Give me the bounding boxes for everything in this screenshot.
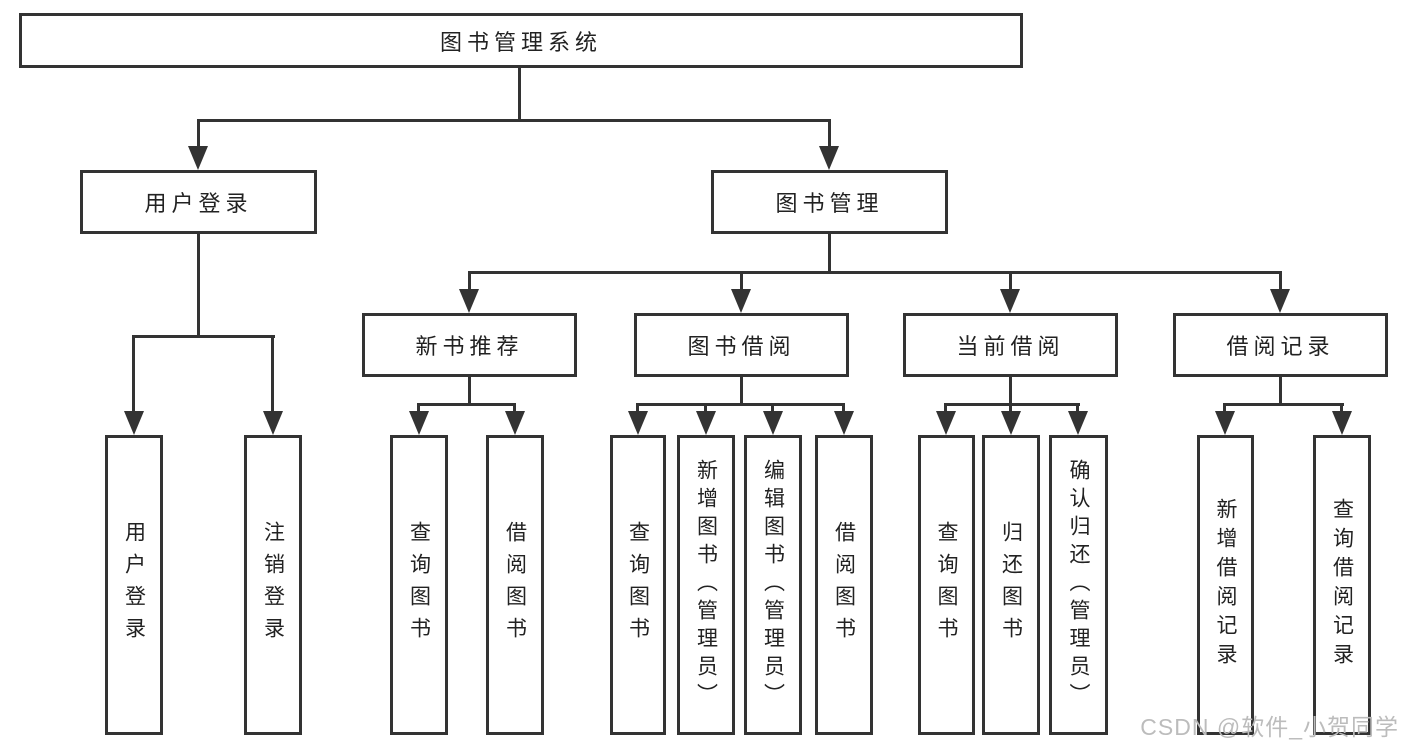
node-user-login-label: 用户登录 <box>144 191 253 216</box>
leaf-current-query-books-label: 查询图书 <box>935 521 958 649</box>
leaf-recommend-query-books: 查询图书 <box>390 435 448 735</box>
leaf-query-borrow-record: 查询借阅记录 <box>1313 435 1371 735</box>
connector-line <box>1076 403 1079 411</box>
leaf-logout-label: 注销登录 <box>261 521 285 649</box>
node-book-borrow-label: 图书借阅 <box>687 334 796 359</box>
connector-line <box>1279 271 1282 289</box>
leaf-user-login: 用户登录 <box>105 435 163 735</box>
arrow-down-icon <box>936 411 956 435</box>
node-borrow-records-label: 借阅记录 <box>1226 334 1335 359</box>
connector-line <box>468 271 471 289</box>
arrow-down-icon <box>1332 411 1352 435</box>
arrow-down-icon <box>505 411 525 435</box>
connector-line <box>197 119 831 122</box>
connector-line <box>1009 403 1012 411</box>
node-library-system: 图书管理系统 <box>19 13 1023 68</box>
arrow-down-icon <box>1270 289 1290 313</box>
node-user-login: 用户登录 <box>80 170 317 234</box>
connector-line <box>518 68 521 121</box>
connector-line <box>468 271 1282 274</box>
leaf-borrow-borrow-books: 借阅图书 <box>815 435 873 735</box>
connector-line <box>197 119 200 146</box>
connector-line <box>944 403 947 411</box>
node-book-management: 图书管理 <box>711 170 948 234</box>
leaf-recommend-query-books-label: 查询图书 <box>407 521 431 649</box>
connector-line <box>1223 403 1226 411</box>
connector-line <box>828 119 831 146</box>
node-current-borrow-label: 当前借阅 <box>956 334 1065 359</box>
leaf-borrow-query-books: 查询图书 <box>610 435 666 735</box>
connector-line <box>417 403 516 406</box>
arrow-down-icon <box>1068 411 1088 435</box>
arrow-down-icon <box>696 411 716 435</box>
node-new-book-recommend-label: 新书推荐 <box>415 334 524 359</box>
connector-line <box>944 403 1080 406</box>
leaf-add-borrow-record: 新增借阅记录 <box>1197 435 1254 735</box>
connector-line <box>417 403 420 411</box>
connector-line <box>828 234 831 274</box>
leaf-confirm-return-admin: 确认归还（管理员） <box>1049 435 1108 735</box>
connector-line <box>1340 403 1343 411</box>
connector-line <box>740 271 743 289</box>
leaf-recommend-borrow-books: 借阅图书 <box>486 435 544 735</box>
leaf-confirm-return-admin-label: 确认归还（管理员） <box>1067 459 1090 711</box>
arrow-down-icon <box>1001 411 1021 435</box>
connector-line <box>1009 271 1012 289</box>
leaf-query-borrow-record-label: 查询借阅记录 <box>1330 498 1354 672</box>
connector-line <box>197 234 200 337</box>
arrow-down-icon <box>188 146 208 170</box>
csdn-watermark: CSDN @软件_小贺同学 <box>1140 714 1399 740</box>
arrow-down-icon <box>731 289 751 313</box>
connector-line <box>704 403 707 411</box>
leaf-return-books: 归还图书 <box>982 435 1040 735</box>
arrow-down-icon <box>124 411 144 435</box>
node-current-borrow: 当前借阅 <box>903 313 1118 377</box>
leaf-edit-book-admin-label: 编辑图书（管理员） <box>761 459 785 711</box>
connector-line <box>1223 403 1344 406</box>
arrow-down-icon <box>763 411 783 435</box>
arrow-down-icon <box>409 411 429 435</box>
arrow-down-icon <box>1215 411 1235 435</box>
connector-line <box>132 335 135 411</box>
connector-line <box>740 377 743 405</box>
node-borrow-records: 借阅记录 <box>1173 313 1388 377</box>
leaf-user-login-label: 用户登录 <box>122 521 146 649</box>
connector-line <box>513 403 516 411</box>
leaf-borrow-query-books-label: 查询图书 <box>626 521 650 649</box>
connector-line <box>132 335 275 338</box>
leaf-current-query-books: 查询图书 <box>918 435 975 735</box>
node-new-book-recommend: 新书推荐 <box>362 313 577 377</box>
leaf-add-borrow-record-label: 新增借阅记录 <box>1214 498 1237 672</box>
arrow-down-icon <box>628 411 648 435</box>
connector-line <box>1009 377 1012 405</box>
arrow-down-icon <box>459 289 479 313</box>
arrow-down-icon <box>263 411 283 435</box>
node-library-system-label: 图书管理系统 <box>439 29 602 55</box>
leaf-add-book-admin: 新增图书（管理员） <box>677 435 735 735</box>
node-book-management-label: 图书管理 <box>775 191 884 216</box>
leaf-edit-book-admin: 编辑图书（管理员） <box>744 435 802 735</box>
connector-line <box>468 377 471 405</box>
connector-line <box>271 335 274 411</box>
arrow-down-icon <box>834 411 854 435</box>
connector-line <box>842 403 845 411</box>
connector-line <box>771 403 774 411</box>
leaf-logout: 注销登录 <box>244 435 302 735</box>
leaf-add-book-admin-label: 新增图书（管理员） <box>694 459 718 711</box>
arrow-down-icon <box>1000 289 1020 313</box>
connector-line <box>636 403 845 406</box>
leaf-recommend-borrow-books-label: 借阅图书 <box>503 521 527 649</box>
connector-line <box>636 403 639 411</box>
arrow-down-icon <box>819 146 839 170</box>
node-book-borrow: 图书借阅 <box>634 313 849 377</box>
connector-line <box>1279 377 1282 405</box>
leaf-borrow-borrow-books-label: 借阅图书 <box>832 521 856 649</box>
leaf-return-books-label: 归还图书 <box>999 521 1023 649</box>
